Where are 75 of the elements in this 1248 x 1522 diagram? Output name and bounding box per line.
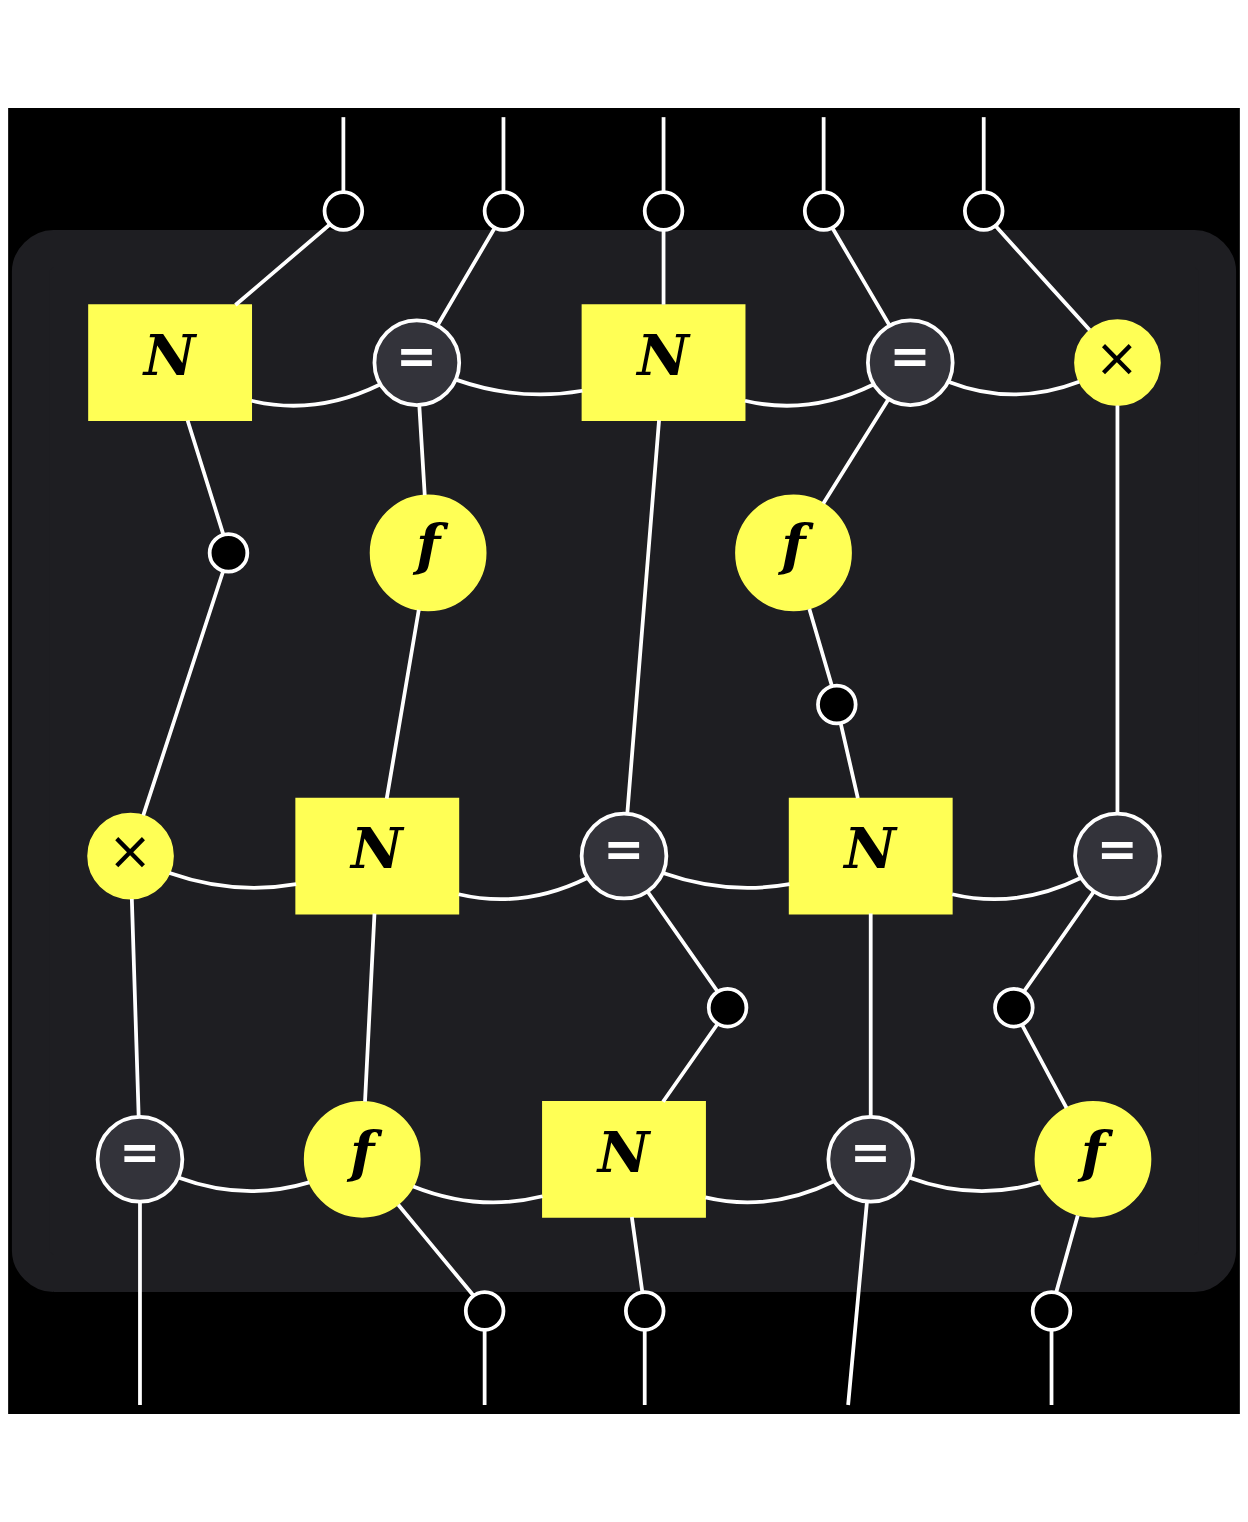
connector — [625, 420, 661, 814]
connector — [662, 871, 790, 890]
connector — [947, 379, 1080, 397]
node-box: N — [295, 797, 460, 915]
node-box: N — [542, 1100, 706, 1218]
connector — [629, 1216, 645, 1292]
connector — [178, 1175, 310, 1193]
connector — [868, 913, 873, 1117]
connector — [251, 382, 381, 408]
connector — [909, 1175, 1041, 1193]
connector — [138, 1202, 142, 1405]
node-circle — [207, 532, 250, 574]
connector — [436, 227, 497, 327]
connector — [951, 876, 1082, 902]
connector — [234, 223, 331, 307]
node-circle: f — [369, 494, 487, 612]
connector — [821, 398, 890, 505]
node-circle — [993, 987, 1035, 1029]
connector — [501, 117, 506, 192]
connector — [482, 1330, 487, 1405]
node-circle — [624, 1290, 666, 1332]
node-circle — [463, 1290, 506, 1332]
node-circle: f — [735, 494, 852, 612]
node-circle — [706, 987, 749, 1029]
node-box: N — [581, 304, 746, 422]
connector — [830, 227, 892, 327]
node-circle — [322, 190, 365, 232]
node-circle: = — [579, 811, 669, 901]
connector — [807, 608, 834, 687]
connector — [141, 571, 225, 816]
node-circle: = — [95, 1115, 185, 1204]
node-box: N — [788, 797, 953, 915]
connector — [994, 224, 1092, 332]
connector — [645, 890, 719, 993]
node-circle — [802, 190, 845, 232]
connector — [821, 117, 826, 192]
connector — [1022, 890, 1096, 993]
node-box: N — [88, 304, 253, 422]
connector — [661, 229, 666, 305]
connector — [846, 1201, 869, 1406]
connector — [1115, 405, 1120, 814]
connector — [661, 1022, 720, 1103]
connector — [396, 1203, 475, 1297]
node-circle — [816, 683, 858, 726]
node-circle: = — [866, 318, 955, 407]
connector — [744, 382, 875, 408]
connector — [661, 117, 666, 192]
connector — [642, 1330, 647, 1405]
connector — [363, 913, 377, 1102]
node-circle: f — [1034, 1100, 1152, 1218]
connector — [705, 1179, 835, 1205]
node-circle: f — [303, 1100, 421, 1218]
connector — [169, 871, 297, 890]
connector — [455, 377, 583, 397]
connector — [412, 1184, 543, 1205]
node-circle — [963, 190, 1005, 232]
node-circle: = — [826, 1115, 915, 1204]
node-circle: = — [372, 318, 462, 407]
connector — [1054, 1214, 1080, 1294]
connector — [1049, 1330, 1054, 1405]
node-circle — [482, 190, 525, 232]
connector — [458, 876, 588, 902]
connector — [1020, 1024, 1069, 1109]
node-circle — [642, 190, 685, 232]
connector — [185, 419, 226, 535]
node-circle: × — [1074, 319, 1161, 406]
node-circle: × — [87, 812, 174, 900]
node-circle — [1030, 1290, 1073, 1332]
connector — [341, 117, 346, 192]
connector — [417, 404, 427, 496]
connector — [981, 117, 986, 192]
node-circle: = — [1073, 811, 1162, 901]
connector — [129, 898, 141, 1117]
connector — [384, 609, 421, 799]
connector — [838, 722, 860, 799]
